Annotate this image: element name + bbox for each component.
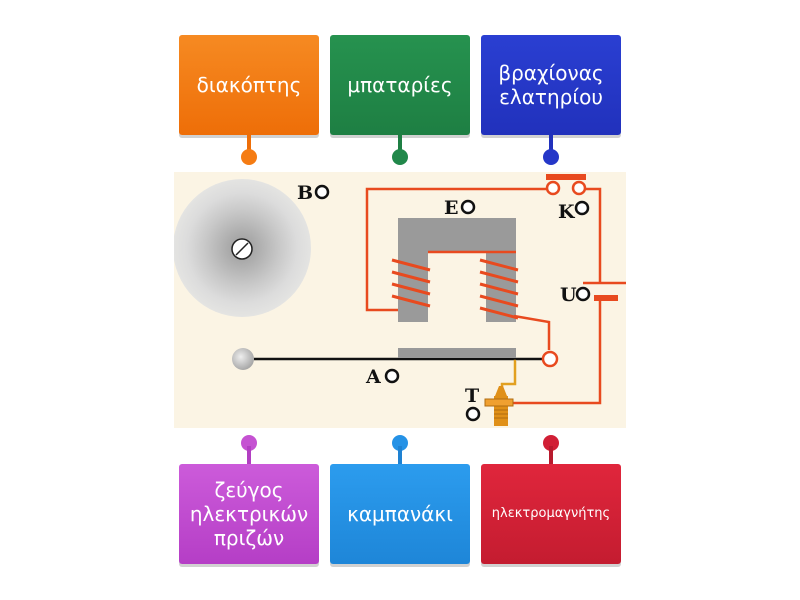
marker-T: T bbox=[465, 385, 481, 422]
pin-diakoptis[interactable] bbox=[241, 149, 257, 165]
marker-U: U bbox=[560, 284, 591, 306]
hammer-ball bbox=[232, 348, 254, 370]
marker-K: K bbox=[558, 200, 590, 223]
armature bbox=[398, 348, 516, 358]
pin-mpataries[interactable] bbox=[392, 149, 408, 165]
marker-E: E bbox=[444, 197, 476, 219]
label-mpataries[interactable]: μπαταρίες bbox=[330, 35, 470, 135]
label-ilektromagnitis[interactable]: ηλεκτρομαγνήτης bbox=[481, 464, 621, 564]
contact-screw-icon bbox=[484, 359, 517, 426]
pin-stem bbox=[549, 135, 553, 153]
pin-stem bbox=[247, 446, 251, 464]
pin-vrachionas-elatiriou[interactable] bbox=[543, 149, 559, 165]
diagram-svg: B E K U A T bbox=[173, 172, 626, 428]
pin-stem bbox=[398, 446, 402, 464]
battery-plate bbox=[594, 295, 618, 301]
marker-B: B bbox=[297, 182, 330, 204]
coil-right bbox=[479, 258, 519, 320]
label-zeygos-ilektrikon-prizon[interactable]: ζεύγος ηλεκτρικών πριζών bbox=[179, 464, 319, 564]
svg-text:E: E bbox=[444, 197, 458, 219]
svg-text:T: T bbox=[465, 385, 479, 407]
pin-stem bbox=[549, 446, 553, 464]
svg-text:A: A bbox=[365, 366, 381, 388]
bell-icon bbox=[173, 179, 311, 317]
label-vrachionas-elatiriou[interactable]: βραχίονας ελατηρίου bbox=[481, 35, 621, 135]
contact-terminal bbox=[541, 350, 559, 368]
switch-icon bbox=[545, 174, 587, 196]
circuit-wires bbox=[365, 187, 626, 405]
pin-stem bbox=[398, 135, 402, 153]
coil-left bbox=[391, 258, 431, 308]
svg-text:U: U bbox=[560, 284, 577, 306]
pin-zeygos-ilektrikon-prizon[interactable] bbox=[241, 435, 257, 451]
pin-stem bbox=[247, 135, 251, 153]
marker-A: A bbox=[365, 366, 400, 388]
pin-kampanaki[interactable] bbox=[392, 435, 408, 451]
label-diakoptis[interactable]: διακόπτης bbox=[179, 35, 319, 135]
pin-ilektromagnitis[interactable] bbox=[543, 435, 559, 451]
electric-bell-diagram: B E K U A T bbox=[173, 172, 626, 428]
label-kampanaki[interactable]: καμπανάκι bbox=[330, 464, 470, 564]
svg-text:B: B bbox=[297, 182, 313, 204]
svg-text:K: K bbox=[558, 201, 576, 223]
